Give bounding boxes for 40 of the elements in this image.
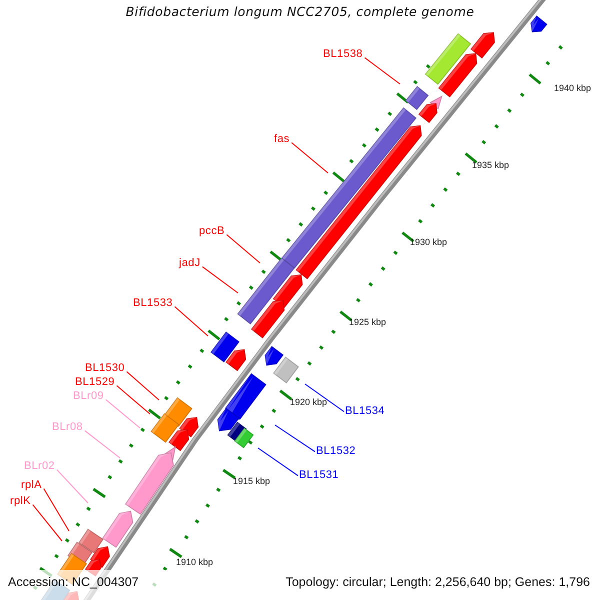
leader-line [105, 399, 140, 428]
scale-label: 1935 kbp [472, 161, 510, 171]
gene-label: BL1533 [133, 297, 173, 310]
scale-label: 1915 kbp [233, 477, 270, 487]
leader-line [364, 57, 400, 84]
leader-line [84, 430, 120, 458]
gene-label: BLr02 [24, 460, 55, 472]
leader-line [304, 384, 344, 412]
leader-line [116, 385, 150, 414]
gene-label: BL1532 [316, 445, 356, 458]
genome-summary: Topology: circular; Length: 2,256,640 bp; Genes: 1,796 [286, 576, 590, 590]
leader-line [32, 504, 62, 542]
title: Bifidobacterium longum NCC2705, complete genome [126, 5, 474, 19]
gene-label: BLr08 [52, 421, 83, 434]
gene-label: rplK [10, 495, 31, 508]
scale-label: 1910 kbp [176, 558, 214, 568]
leader-line [56, 469, 88, 504]
gene-label: BL1531 [299, 469, 339, 482]
scale-label: 1930 kbp [410, 238, 448, 248]
accession-label: Accession: NC_004307 [8, 576, 139, 590]
leader-line [202, 266, 238, 294]
gene-label: BL1530 [85, 362, 125, 374]
gene-label: BL1534 [345, 405, 385, 418]
scale-label: 1925 kbp [349, 318, 386, 328]
gene-label: BL1529 [75, 376, 115, 388]
leader-line [226, 234, 260, 264]
gene-label: fas [274, 133, 290, 146]
gene-label: jadJ [179, 257, 200, 270]
gene-label: pccB [199, 225, 225, 238]
leader-line [43, 488, 70, 532]
gene-label: BLr09 [73, 390, 104, 402]
scale-label: 1920 kbp [290, 398, 328, 408]
leader-line [258, 448, 298, 476]
leader-line [174, 306, 208, 336]
scale-label: 1940 kbp [554, 84, 592, 94]
leader-line [274, 424, 316, 452]
leader-line [291, 142, 328, 174]
gene-label: BL1538 [323, 48, 363, 60]
gene-label: rplA [21, 479, 42, 492]
leader-line [126, 371, 160, 400]
